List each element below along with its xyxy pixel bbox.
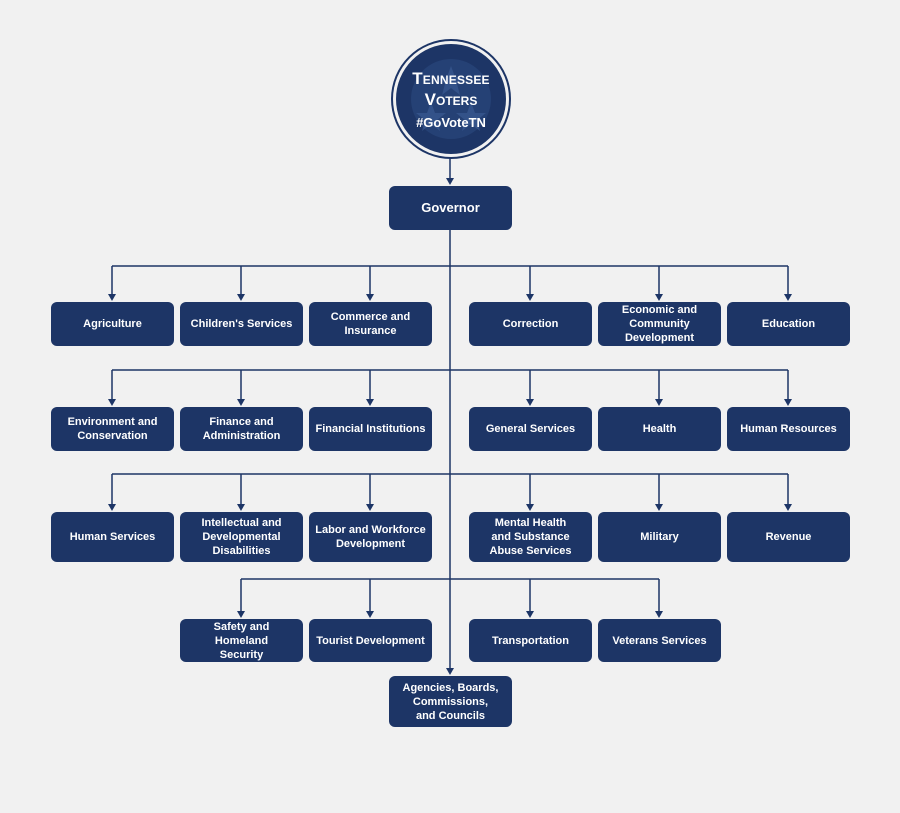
arrowhead-1-5 bbox=[655, 294, 663, 301]
arrowhead-2-3 bbox=[366, 399, 374, 406]
dept-correction[interactable]: Correction bbox=[469, 302, 592, 346]
arrowhead-1-1 bbox=[108, 294, 116, 301]
dept-tourist-development[interactable]: Tourist Development bbox=[309, 619, 432, 662]
dept-agriculture[interactable]: Agriculture bbox=[51, 302, 174, 346]
arrowhead-4-1 bbox=[237, 611, 245, 618]
dept-veterans-services[interactable]: Veterans Services bbox=[598, 619, 721, 662]
arrowhead-4-4 bbox=[655, 611, 663, 618]
dept-safety-homeland-security[interactable]: Safety and Homeland Security bbox=[180, 619, 303, 662]
agencies-boards-box[interactable]: Agencies, Boards, Commissions, and Counc… bbox=[389, 676, 512, 727]
dept-military[interactable]: Military bbox=[598, 512, 721, 562]
logo-title-line1: Tennessee bbox=[412, 69, 490, 88]
logo-hashtag: #GoVoteTN bbox=[416, 115, 486, 130]
dept-mental-health-substance-abuse[interactable]: Mental Health and Substance Abuse Servic… bbox=[469, 512, 592, 562]
dept-general-services[interactable]: General Services bbox=[469, 407, 592, 451]
arrowhead-3-6 bbox=[784, 504, 792, 511]
arrowhead-1-6 bbox=[784, 294, 792, 301]
arrowhead-3-5 bbox=[655, 504, 663, 511]
arrowhead-3-2 bbox=[237, 504, 245, 511]
tennessee-voters-logo: Tennessee Voters #GoVoteTN bbox=[396, 44, 506, 154]
dept-economic-community-development[interactable]: Economic and Community Development bbox=[598, 302, 721, 346]
arrowhead-4-2 bbox=[366, 611, 374, 618]
dept-labor-workforce-development[interactable]: Labor and Workforce Development bbox=[309, 512, 432, 562]
logo-title-line2: Voters bbox=[424, 90, 478, 109]
dept-transportation[interactable]: Transportation bbox=[469, 619, 592, 662]
dept-finance-administration[interactable]: Finance and Administration bbox=[180, 407, 303, 451]
arrowhead-3-4 bbox=[526, 504, 534, 511]
dept-human-resources[interactable]: Human Resources bbox=[727, 407, 850, 451]
arrowhead-2-6 bbox=[784, 399, 792, 406]
arrowhead-4-3 bbox=[526, 611, 534, 618]
governor-box[interactable]: Governor bbox=[389, 186, 512, 230]
arrowhead-1-3 bbox=[366, 294, 374, 301]
dept-human-services[interactable]: Human Services bbox=[51, 512, 174, 562]
arrowhead-2-2 bbox=[237, 399, 245, 406]
dept-childrens-services[interactable]: Children's Services bbox=[180, 302, 303, 346]
arrowhead-2-1 bbox=[108, 399, 116, 406]
arrowhead-agencies bbox=[446, 668, 454, 675]
dept-health[interactable]: Health bbox=[598, 407, 721, 451]
dept-intellectual-developmental-disabilities[interactable]: Intellectual and Developmental Disabilit… bbox=[180, 512, 303, 562]
arrowhead-3-3 bbox=[366, 504, 374, 511]
dept-financial-institutions[interactable]: Financial Institutions bbox=[309, 407, 432, 451]
arrowhead-1-4 bbox=[526, 294, 534, 301]
arrowhead-1-2 bbox=[237, 294, 245, 301]
dept-environment-conservation[interactable]: Environment and Conservation bbox=[51, 407, 174, 451]
dept-commerce-insurance[interactable]: Commerce and Insurance bbox=[309, 302, 432, 346]
arrowhead-3-1 bbox=[108, 504, 116, 511]
dept-revenue[interactable]: Revenue bbox=[727, 512, 850, 562]
arrowhead-2-4 bbox=[526, 399, 534, 406]
dept-education[interactable]: Education bbox=[727, 302, 850, 346]
arrowhead-governor bbox=[446, 178, 454, 185]
arrowhead-2-5 bbox=[655, 399, 663, 406]
tri-star-icon bbox=[411, 59, 491, 139]
